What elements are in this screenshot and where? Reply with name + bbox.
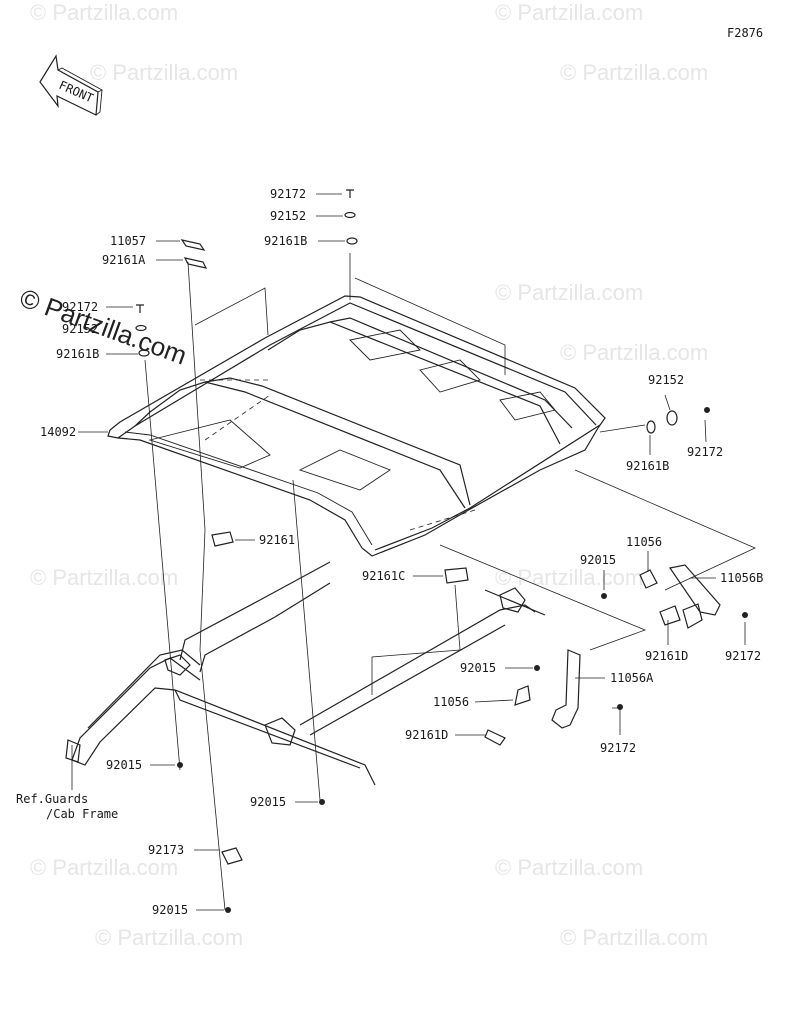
bracket-icon: [668, 564, 721, 616]
grommet-icon: [646, 420, 656, 434]
leader-lines: [71, 193, 746, 911]
clamp-icon: [221, 847, 243, 865]
bracket-icon: [639, 569, 658, 589]
part-label: 11057: [110, 234, 146, 248]
nut-icon: [177, 762, 183, 768]
part-label: 11056: [626, 535, 662, 549]
part-label: 11056B: [720, 571, 763, 585]
part-label: 92161A: [102, 253, 146, 267]
part-label: 92161C: [362, 569, 405, 583]
part-label: 92172: [600, 741, 636, 755]
guide-line: [599, 424, 646, 433]
bracket-icon: [514, 685, 531, 706]
guide-line: [439, 544, 647, 651]
nut-icon: [601, 593, 607, 599]
watermark: © Partzilla.com: [95, 925, 243, 950]
part-label: 92152: [270, 209, 306, 223]
part-label: 92015: [580, 553, 616, 567]
part-label: 92161B: [264, 234, 307, 248]
part-label: 92172: [270, 187, 306, 201]
pad-icon: [659, 605, 681, 626]
guide-line: [144, 359, 181, 771]
watermark: © Partzilla.com: [30, 565, 178, 590]
watermark: © Partzilla.com: [495, 0, 643, 25]
watermark: © Partzilla.com: [560, 925, 708, 950]
guide-line: [187, 261, 206, 531]
ref-note: /Cab Frame: [46, 807, 118, 821]
watermark: © Partzilla.com: [30, 0, 178, 25]
watermark: © Partzilla.com: [90, 60, 238, 85]
nut-icon: [225, 907, 231, 913]
watermark-dark: © Partzilla.com: [16, 282, 191, 370]
part-label: 11056A: [610, 671, 654, 685]
part-label: 92152: [648, 373, 684, 387]
watermark: © Partzilla.com: [495, 565, 643, 590]
grommet-icon: [346, 237, 358, 245]
part-label: 92173: [148, 843, 184, 857]
part-label: 92172: [725, 649, 761, 663]
watermark: © Partzilla.com: [495, 855, 643, 880]
cab-frame: [65, 561, 546, 786]
bracket-icon: [551, 649, 581, 729]
watermark: © Partzilla.com: [560, 60, 708, 85]
roof-panel: [107, 295, 606, 557]
part-label: 92161: [259, 533, 295, 547]
bolt-icon: [346, 189, 354, 198]
part-label: 92015: [250, 795, 286, 809]
clip-icon: [183, 257, 208, 269]
pad-icon: [682, 603, 703, 629]
pad-icon: [484, 729, 506, 746]
watermark: © Partzilla.com: [560, 340, 708, 365]
clip-icon: [180, 239, 206, 251]
pad-icon: [444, 567, 469, 584]
part-label: 92172: [62, 300, 98, 314]
part-label: 92015: [152, 903, 188, 917]
washer-icon: [666, 410, 678, 426]
guide-line: [354, 277, 506, 375]
guide-line: [199, 649, 226, 911]
washer-icon: [344, 211, 356, 219]
nut-icon: [319, 799, 325, 805]
watermark: © Partzilla.com: [495, 280, 643, 305]
watermark: © Partzilla.com: [30, 855, 178, 880]
grommet-icon: [138, 349, 150, 357]
guide-line: [194, 287, 269, 336]
bolt-icon: [136, 304, 144, 313]
guide-line: [371, 584, 461, 695]
part-label: 92161B: [56, 347, 99, 361]
bolt-icon: [617, 704, 623, 710]
figure-code: F2876: [727, 26, 763, 40]
bolt-icon: [704, 407, 710, 413]
part-label: 92015: [106, 758, 142, 772]
part-label: 92015: [460, 661, 496, 675]
nut-icon: [534, 665, 540, 671]
watermark-group: © Partzilla.com © Partzilla.com © Partzi…: [16, 0, 708, 950]
part-label: 92172: [687, 445, 723, 459]
hardware-glyphs: [135, 189, 748, 913]
washer-icon: [135, 324, 147, 332]
part-label: 92152: [62, 322, 98, 336]
guide-line: [199, 529, 206, 651]
part-label: 92161B: [626, 459, 669, 473]
part-label: 92161D: [405, 728, 448, 742]
part-labels: 92172 92152 92161B 11057 92161A 92172 92…: [16, 187, 763, 917]
part-label: 92161D: [645, 649, 688, 663]
bolt-icon: [742, 612, 748, 618]
part-label: 14092: [40, 425, 76, 439]
pad-icon: [211, 531, 234, 547]
ref-note: Ref.Guards: [16, 792, 88, 806]
guide-line: [292, 479, 321, 801]
part-label: 11056: [433, 695, 469, 709]
